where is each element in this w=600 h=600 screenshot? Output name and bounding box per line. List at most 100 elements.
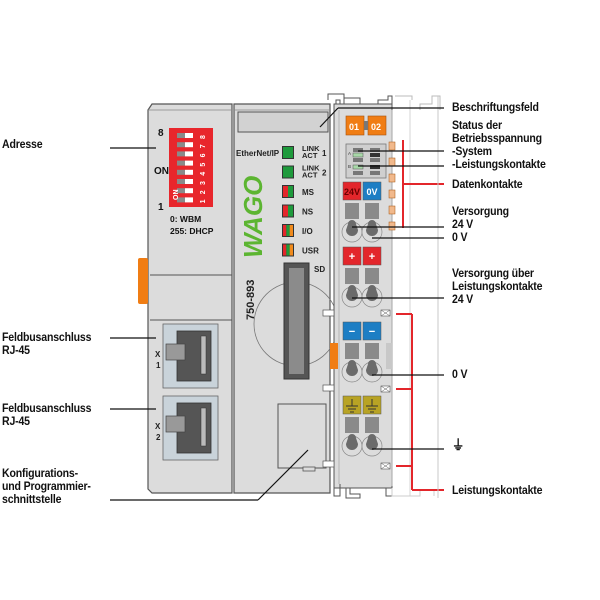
label-line: 24 V: [452, 292, 474, 306]
push-button[interactable]: [365, 417, 379, 433]
status-led-panel: A B: [345, 143, 387, 179]
model-number: 750-893: [245, 280, 257, 320]
dip-toggle[interactable]: 3: [177, 179, 207, 185]
side-latch: [138, 258, 148, 304]
wire-entry-hole[interactable]: [366, 434, 378, 450]
label-line: Leistungskontakte: [452, 279, 543, 293]
terminal-marker-text: 0V: [366, 187, 377, 197]
led-light: [286, 225, 290, 236]
led-label: LINK: [302, 144, 320, 153]
dip-toggle[interactable]: 2: [177, 188, 207, 194]
led-label: ACT: [302, 151, 318, 160]
ground-icon: [346, 399, 358, 413]
push-button[interactable]: [345, 268, 359, 284]
config-interface[interactable]: [277, 403, 327, 469]
dip-toggle[interactable]: 6: [177, 151, 207, 157]
wire-entry-hole[interactable]: [346, 434, 358, 450]
label-leistungskontakte: Leistungskontakte: [452, 484, 542, 497]
side-tabs: [322, 309, 392, 468]
rj45-port-1[interactable]: X1: [155, 323, 219, 389]
data-contact: [388, 221, 396, 231]
port-pins: [200, 335, 207, 375]
push-button[interactable]: [345, 203, 359, 219]
wire-entry-hole[interactable]: [366, 220, 378, 236]
dip-on-label: ON: [154, 166, 169, 177]
push-button[interactable]: [365, 343, 379, 359]
label-line: und Programmier-: [2, 479, 91, 493]
led-label: I/O: [302, 227, 313, 236]
label-line: 0 V: [452, 230, 468, 244]
rj45-port-2[interactable]: X2: [155, 395, 219, 461]
dip-side-on-label: ON: [173, 190, 180, 201]
dip-toggle[interactable]: 1: [177, 197, 207, 203]
dip-toggle-knob: [185, 160, 193, 166]
dip-toggle[interactable]: 8: [177, 133, 207, 139]
label-beschriftungsfeld: Beschriftungsfeld: [452, 101, 539, 114]
push-button[interactable]: [345, 343, 359, 359]
label-0v: 0 V: [452, 368, 468, 381]
dip-number: 3: [200, 181, 207, 185]
label-konfig: Konfigurations- und Programmier- schnitt…: [2, 467, 91, 506]
dip-number: 7: [200, 144, 207, 148]
dip-mode-wbm: 0: WBM: [170, 214, 201, 224]
label-line: Versorgung: [452, 204, 509, 218]
status-led-a-label: A: [348, 151, 351, 156]
leader-lines: [110, 107, 444, 501]
orange-release-tab: [330, 343, 338, 369]
terminal-marker-text: 24V: [344, 187, 360, 197]
terminal-marker-text: −: [369, 326, 375, 338]
terminal-marker: [362, 321, 382, 341]
port-number: 1: [156, 361, 161, 370]
led-number: 1: [322, 149, 327, 158]
push-button[interactable]: [365, 203, 379, 219]
dip-number: 1: [200, 199, 207, 203]
led-label: ACT: [302, 171, 318, 180]
led-light: [286, 244, 290, 256]
dip-toggle-knob: [185, 142, 193, 148]
label-line: 24 V: [452, 217, 474, 231]
wire-entry-hole[interactable]: [346, 220, 358, 236]
label-line: -System: [452, 144, 492, 158]
label-line: Versorgung über: [452, 266, 534, 280]
power-contacts-bracket: [396, 313, 444, 491]
push-button[interactable]: [365, 268, 379, 284]
led-usr: USR: [282, 243, 319, 257]
led-light: [283, 225, 287, 236]
label-line: Beschriftungsfeld: [452, 100, 539, 114]
led-light: [288, 186, 293, 197]
led-label: MS: [302, 188, 315, 197]
label-line: RJ-45: [2, 343, 30, 357]
dip-toggle[interactable]: 5: [177, 160, 207, 167]
dip-toggle[interactable]: 7: [177, 142, 207, 148]
wire-entry-hole[interactable]: [366, 360, 378, 376]
led-io: I/O: [282, 224, 313, 237]
label-line: Feldbusanschluss: [2, 330, 92, 344]
label-line: Feldbusanschluss: [2, 401, 92, 415]
data-contacts-bracket: [402, 140, 444, 228]
status-led-b: [352, 164, 364, 170]
port-latch: [165, 343, 186, 361]
dip-toggle-knob: [185, 169, 193, 175]
port-pins: [200, 407, 207, 447]
dip-switch[interactable]: 8 7 6 5 4 3 2 1 ON: [169, 128, 213, 207]
dip-toggle[interactable]: 4: [177, 169, 207, 176]
wire-entry-hole[interactable]: [346, 360, 358, 376]
dip-toggle-off: [177, 179, 185, 184]
wire-entry-hole[interactable]: [366, 285, 378, 301]
dip-mode-dhcp: 255: DHCP: [170, 226, 214, 236]
data-contact: [388, 173, 396, 183]
dip-number: 2: [200, 190, 207, 194]
terminal-marker-text: −: [349, 326, 355, 338]
wire-entry-hole[interactable]: [346, 285, 358, 301]
dip-toggle-knob: [185, 179, 193, 184]
dip-toggle-off: [177, 142, 185, 148]
dip-toggle-knob: [185, 133, 193, 138]
sd-label: SD: [314, 265, 325, 274]
terminal-marker: [342, 246, 362, 266]
label-line: ⏚: [452, 437, 465, 453]
push-button[interactable]: [345, 417, 359, 433]
terminal-marker-text: +: [369, 251, 375, 263]
data-contacts: [388, 141, 396, 231]
port-number: 2: [156, 433, 161, 442]
